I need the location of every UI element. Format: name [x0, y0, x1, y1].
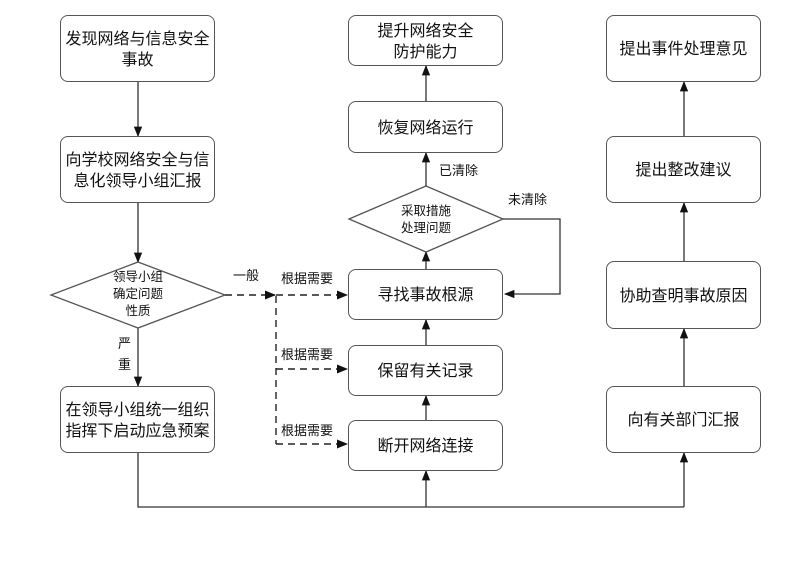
- node-improve-protection: 提升网络安全 防护能力: [348, 15, 503, 66]
- node-assist-find-cause: 协助查明事故原因: [606, 261, 761, 329]
- label-as-needed-disconnect: 根据需要: [281, 424, 334, 439]
- label-as-needed-root: 根据需要: [281, 272, 334, 287]
- decision-measures-diamond: [347, 185, 505, 253]
- node-disconnect-network: 断开网络连接: [348, 420, 503, 471]
- label-cleared: 已清除: [439, 164, 479, 179]
- decision-nature-diamond: [49, 261, 227, 329]
- node-keep-records: 保留有关记录: [348, 345, 503, 396]
- edge-bottom-bus: [137, 453, 684, 508]
- node-restore-network: 恢复网络运行: [348, 101, 503, 153]
- decision-nature-text: 领导小组 确定问题 性质: [112, 269, 163, 318]
- node-report-to-departments: 向有关部门汇报: [606, 386, 761, 453]
- node-report-to-school-group: 向学校网络安全与信 息化领导小组汇报: [60, 136, 215, 203]
- node-find-root-cause: 寻找事故根源: [348, 269, 503, 320]
- label-general: 一般: [233, 269, 260, 284]
- label-not-cleared: 未清除: [508, 193, 548, 208]
- node-start-emergency-plan: 在领导小组统一组织 指挥下启动应急预案: [60, 386, 215, 453]
- node-rectification-suggestion: 提出整改建议: [606, 136, 761, 203]
- decision-measures-text: 采取措施 处理问题: [400, 203, 451, 235]
- edge-not-cleared: [503, 218, 561, 299]
- node-handling-opinion: 提出事件处理意见: [606, 15, 761, 82]
- label-as-needed-records: 根据需要: [281, 348, 334, 363]
- label-serious: 严 重: [118, 337, 132, 373]
- node-discover-incident: 发现网络与信息安全 事故: [60, 15, 215, 82]
